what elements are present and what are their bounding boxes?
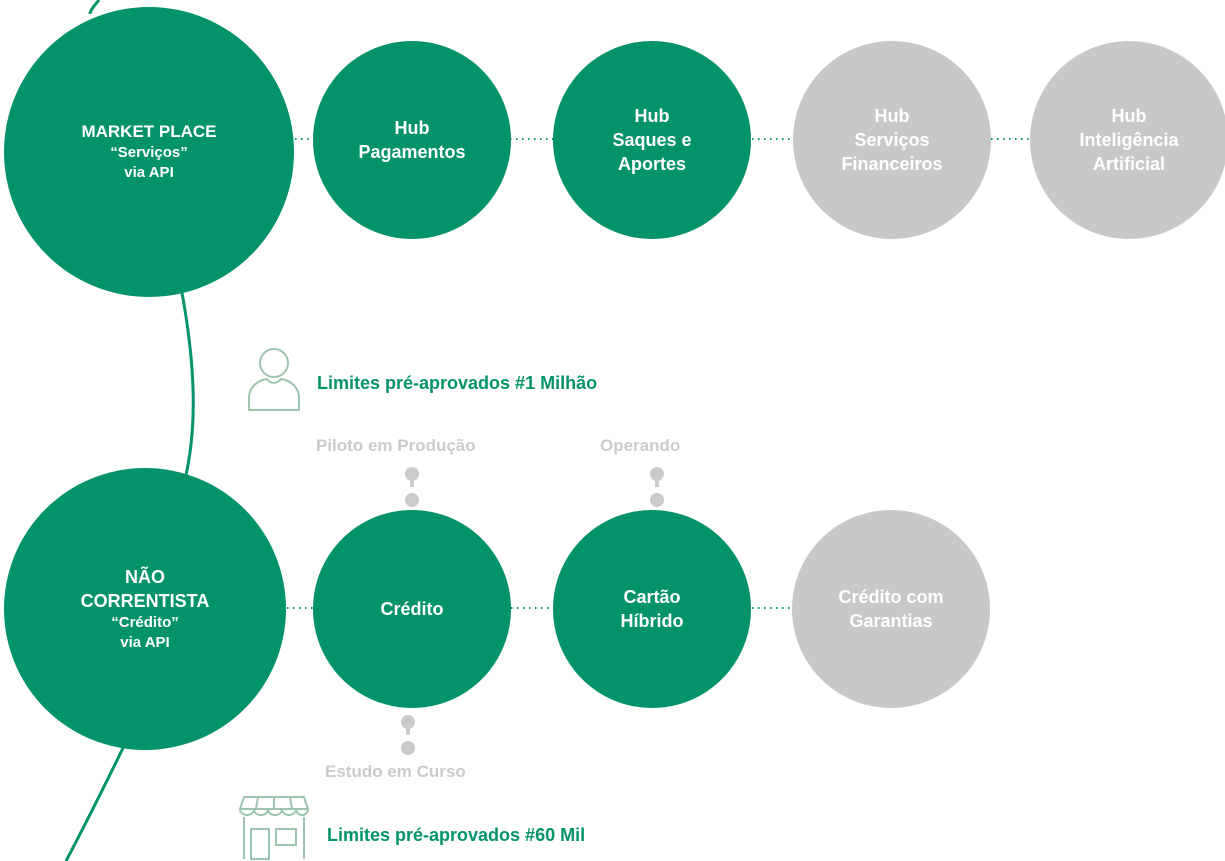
- hub-servicos-financeiros: Hub Serviços Financeiros: [793, 41, 991, 239]
- product-cartao-hibrido: Cartão Híbrido: [553, 510, 751, 708]
- nao-correntista-title2: CORRENTISTA: [80, 591, 210, 611]
- hub-label: Financeiros: [841, 154, 943, 174]
- product-label: Híbrido: [620, 611, 684, 631]
- market-place-title: MARKET PLACE: [81, 122, 217, 141]
- nao-correntista-sub2: via API: [120, 634, 170, 651]
- hub-label: Saques e: [612, 130, 692, 150]
- market-place-circle: MARKET PLACE “Serviços” via API: [4, 7, 294, 297]
- nao-correntista-circle: NÃO CORRENTISTA “Crédito” via API: [4, 468, 286, 750]
- product-label: Garantias: [849, 611, 933, 631]
- pin-icon: [650, 467, 664, 507]
- person-outline-icon: [248, 348, 300, 411]
- storefront-icon: [238, 796, 310, 860]
- pin-icon: [401, 715, 415, 755]
- status-estudo: Estudo em Curso: [325, 762, 466, 781]
- person-limit-note: Limites pré-aprovados #1 Milhão: [317, 373, 598, 393]
- hub-inteligencia-artificial: Hub Inteligência Artificial: [1030, 41, 1225, 239]
- hub-label: Hub: [394, 118, 430, 138]
- market-place-sub1: “Serviços”: [110, 144, 188, 161]
- pin-icon: [405, 467, 419, 507]
- market-place-sub2: via API: [124, 164, 174, 181]
- hub-label: Hub: [874, 106, 910, 126]
- hub-label: Hub: [634, 106, 670, 126]
- status-credito: Piloto em Produção: [316, 436, 476, 455]
- hub-label: Aportes: [617, 154, 686, 174]
- hub-label: Inteligência: [1079, 130, 1179, 150]
- hub-saques-aportes: Hub Saques e Aportes: [553, 41, 751, 239]
- status-cartao: Operando: [600, 436, 681, 455]
- product-label: Cartão: [623, 587, 681, 607]
- product-label: Crédito com: [838, 587, 944, 607]
- product-credito: Crédito: [313, 510, 511, 708]
- hub-pagamentos: Hub Pagamentos: [313, 41, 511, 239]
- product-label: Crédito: [380, 599, 444, 619]
- hub-label: Hub: [1111, 106, 1147, 126]
- hub-label: Serviços: [854, 130, 930, 150]
- hub-label: Artificial: [1092, 154, 1166, 174]
- hub-label: Pagamentos: [358, 142, 466, 162]
- store-limit-note: Limites pré-aprovados #60 Mil: [327, 825, 586, 845]
- product-credito-garantias: Crédito com Garantias: [792, 510, 990, 708]
- nao-correntista-sub1: “Crédito”: [111, 614, 179, 631]
- nao-correntista-title1: NÃO: [124, 567, 165, 587]
